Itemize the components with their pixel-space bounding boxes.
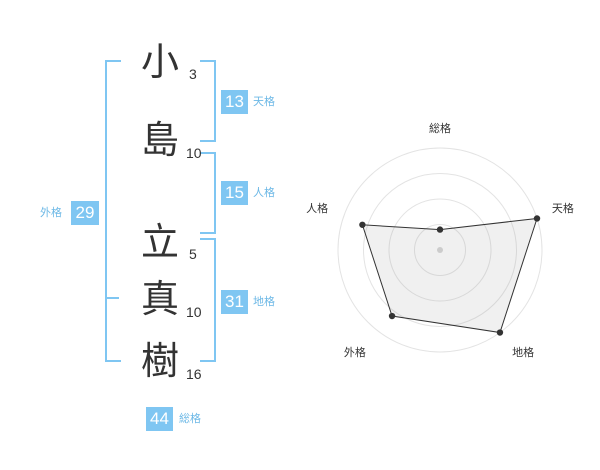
radar-point-3 <box>496 329 504 336</box>
gaikaku-label: 外格 <box>40 206 62 219</box>
tenkaku-value: 13 <box>221 90 248 114</box>
radar-point-1 <box>436 226 444 233</box>
radar-ring-4 <box>337 147 543 353</box>
radar-ring-3 <box>363 173 517 327</box>
radar-axis-label-3: 地格 <box>512 345 534 359</box>
outer-bracket-mid-tick <box>105 297 119 299</box>
stroke-count-2: 10 <box>186 145 202 161</box>
radar-point-5 <box>359 221 366 228</box>
name-char-2: 島 <box>140 118 179 162</box>
jinkaku-value: 15 <box>221 181 248 205</box>
radar-area <box>361 217 538 334</box>
radar-ring-2 <box>388 198 492 302</box>
gaikaku-value: 29 <box>71 201 99 225</box>
chikaku-label: 地格 <box>253 295 275 308</box>
soukaku-value: 44 <box>146 407 173 431</box>
radar-axis-label-1: 総格 <box>429 121 451 135</box>
outer-bracket <box>105 60 121 362</box>
radar-point-4 <box>388 312 396 320</box>
tenkaku-label: 天格 <box>253 95 275 108</box>
jinkaku-bracket <box>200 152 216 234</box>
name-char-4: 真 <box>140 277 179 321</box>
stroke-count-3: 5 <box>189 246 197 262</box>
name-char-5: 樹 <box>140 339 179 383</box>
stroke-count-4: 10 <box>186 304 202 320</box>
radar-center-dot <box>437 247 443 253</box>
soukaku-label: 総格 <box>179 412 201 425</box>
name-char-1: 小 <box>140 40 179 84</box>
radar-axis-label-4: 外格 <box>344 345 366 359</box>
chikaku-bracket <box>200 238 216 362</box>
tenkaku-bracket <box>200 60 216 142</box>
stroke-count-5: 16 <box>186 366 202 382</box>
stroke-count-1: 3 <box>189 66 197 82</box>
jinkaku-label: 人格 <box>253 186 275 199</box>
chikaku-value: 31 <box>221 290 248 314</box>
radar-axis-label-2: 天格 <box>552 201 574 215</box>
name-char-3: 立 <box>140 220 179 264</box>
radar-ring-1 <box>414 224 466 276</box>
radar-point-2 <box>533 215 541 222</box>
radar-axis-label-5: 人格 <box>306 201 328 215</box>
